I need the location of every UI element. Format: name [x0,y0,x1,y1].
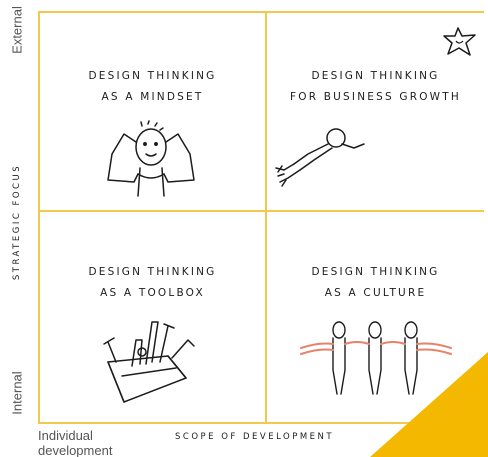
axis-horizontal-left-label: Individual development [38,428,138,457]
quadrant-title-line2: AS A TOOLBOX [100,287,205,299]
quadrant-title-line2: FOR BUSINESS GROWTH [290,91,461,103]
grid-line-bottom [38,422,484,424]
axis-vertical-bottom-label: Internal [9,371,25,415]
quadrant-title-line1: DESIGN THINKING [88,70,217,82]
axis-horizontal-left-line2: development [38,443,113,457]
axis-vertical-top-label: External [9,6,25,54]
quadrant-title-culture: DESIGN THINKING AS A CULTURE [267,262,484,304]
axis-horizontal-title: SCOPE OF DEVELOPMENT [175,432,335,442]
quadrant-title-line1: DESIGN THINKING [311,70,440,82]
star-icon [443,27,476,56]
grid-line-middle-horizontal [38,210,484,212]
people-holding-hands-icon [300,321,452,395]
quadrant-title-line1: DESIGN THINKING [311,266,440,278]
thinking-person-icon [107,120,195,197]
axis-horizontal-left-line1: Individual [38,428,93,443]
flying-person-icon [275,128,365,187]
grid-line-middle-vertical [265,11,267,424]
grid-line-left [38,11,40,424]
quadrant-title-toolbox: DESIGN THINKING AS A TOOLBOX [40,262,265,304]
quadrant-title-mindset: DESIGN THINKING AS A MINDSET [40,66,265,108]
quadrant-title-line2: AS A CULTURE [324,287,427,299]
quadrant-title-line1: DESIGN THINKING [88,266,217,278]
toolbox-icon [103,321,195,403]
grid-line-top [38,11,484,13]
axis-vertical-title: STRATEGIC FOCUS [12,163,22,281]
quadrant-title-business-growth: DESIGN THINKING FOR BUSINESS GROWTH [267,66,484,108]
quadrant-title-line2: AS A MINDSET [101,91,204,103]
